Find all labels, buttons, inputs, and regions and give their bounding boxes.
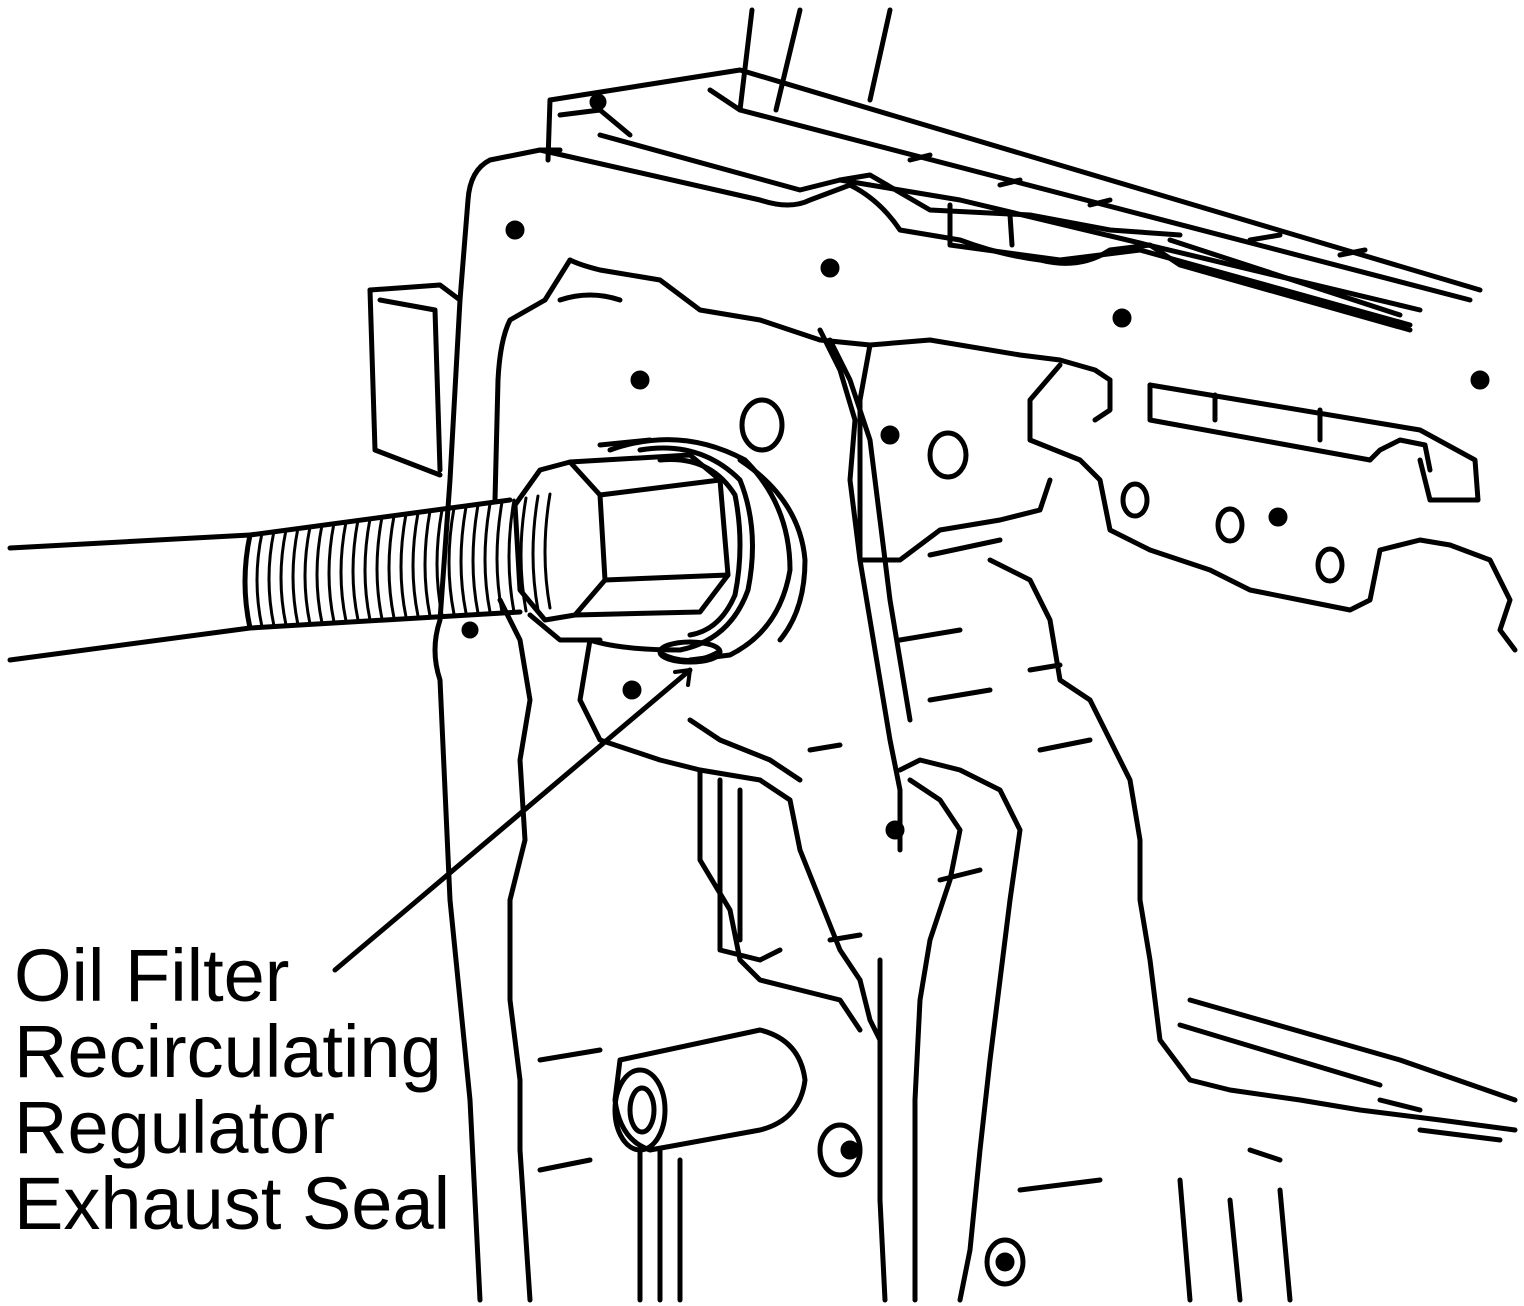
casting-marks: [537, 627, 1103, 1193]
strap: [697, 327, 1023, 1303]
tool-threads: [255, 492, 552, 629]
removal-tool: [7, 437, 808, 663]
callout-line-4: Exhaust Seal: [14, 1162, 451, 1245]
bolt-holes: [461, 93, 1490, 1287]
callout-line-1: Oil Filter: [14, 934, 290, 1017]
callout-leader: [332, 667, 693, 973]
callout-line-2: Recirculating: [14, 1010, 442, 1093]
valve-body-plate: [367, 147, 1518, 1303]
top-shafts: [737, 7, 893, 113]
seal: [657, 639, 723, 665]
upper-frame: [545, 67, 1483, 328]
boss: [612, 1027, 808, 1303]
callout-label: Oil Filter Recirculating Regulator Exhau…: [14, 938, 450, 1242]
right-panel: [1177, 997, 1518, 1303]
callout-line-3: Regulator: [14, 1086, 335, 1169]
